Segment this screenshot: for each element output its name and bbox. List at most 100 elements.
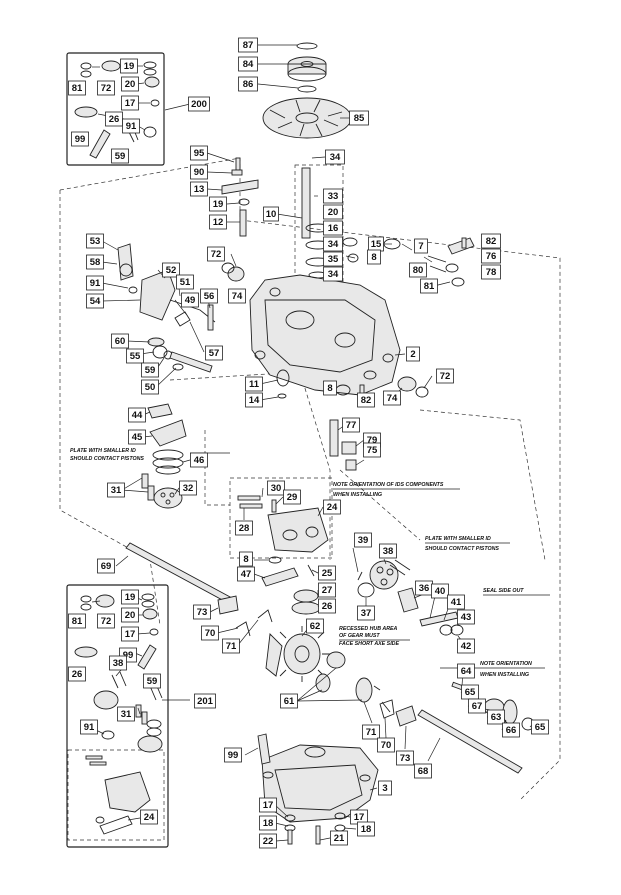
callout-c59c: 59 — [143, 673, 161, 689]
callout-number: 12 — [213, 217, 224, 228]
callout-c41: 41 — [447, 594, 465, 610]
callout-number: 37 — [361, 608, 372, 619]
callout-number: 20 — [125, 79, 136, 90]
callout-number: 200 — [191, 99, 207, 110]
callout-c46: 46 — [190, 452, 208, 468]
callout-c70b: 70 — [377, 737, 395, 753]
callout-number: 81 — [424, 281, 435, 292]
callout-c68: 68 — [414, 763, 432, 779]
callout-number: 72 — [101, 616, 112, 627]
callout-number: 24 — [327, 502, 338, 513]
callout-number: 41 — [451, 597, 462, 608]
callout-c20b: 20 — [121, 76, 139, 92]
callout-c36: 36 — [415, 580, 433, 596]
callout-number: 20 — [125, 610, 136, 621]
note-ids-line1: NOTE ORIENTATION OF IDS COMPONENTS — [333, 482, 444, 488]
callout-number: 77 — [346, 420, 357, 431]
callout-number: 19 — [125, 592, 136, 603]
callout-number: 64 — [461, 666, 472, 677]
callout-c24a: 24 — [323, 499, 341, 515]
callout-c50: 50 — [141, 379, 159, 395]
callout-number: 24 — [144, 812, 155, 823]
callout-c28: 28 — [235, 520, 253, 536]
callout-c60: 60 — [111, 333, 129, 349]
callout-number: 99 — [75, 134, 86, 145]
callout-number: 34 — [328, 269, 339, 280]
callout-c75: 75 — [363, 442, 381, 458]
long-axle-69 — [125, 542, 233, 604]
callout-number: 39 — [358, 535, 369, 546]
leader-lines — [91, 44, 534, 842]
callout-c39: 39 — [354, 532, 372, 548]
callout-c56: 56 — [200, 288, 218, 304]
cooling-fan — [262, 97, 352, 139]
callout-number: 51 — [180, 277, 191, 288]
callout-number: 82 — [486, 236, 497, 247]
callout-number: 91 — [84, 722, 95, 733]
callout-number: 78 — [486, 267, 497, 278]
callout-number: 72 — [440, 371, 451, 382]
note-orient-line2: WHEN INSTALLING — [480, 672, 529, 678]
callout-c72d: 72 — [97, 613, 115, 629]
callout-number: 59 — [115, 151, 126, 162]
kit-201-box — [66, 584, 169, 848]
callout-c63: 63 — [487, 709, 505, 725]
callout-c81c: 81 — [68, 613, 86, 629]
callout-number: 33 — [328, 191, 339, 202]
callout-number: 63 — [491, 712, 502, 723]
callout-c40: 40 — [431, 583, 449, 599]
note-plate1-line1: PLATE WITH SMALLER ID — [70, 448, 136, 454]
callout-number: 61 — [284, 696, 295, 707]
callout-number: 47 — [241, 569, 252, 580]
swash-plate-group — [141, 403, 187, 509]
callout-number: 17 — [354, 812, 365, 823]
kit-200-box — [66, 52, 165, 166]
note-hub-line1: RECESSED HUB AREA — [339, 626, 398, 632]
callout-number: 72 — [101, 83, 112, 94]
callout-c17b: 17 — [121, 626, 139, 642]
callout-number: 68 — [418, 766, 429, 777]
callout-number: 21 — [334, 833, 345, 844]
callout-number: 3 — [382, 783, 387, 794]
callout-c27: 27 — [318, 582, 336, 598]
note-hub-line2: OF GEAR MUST — [339, 633, 380, 639]
callout-c17c: 17 — [259, 797, 277, 813]
callout-number: 74 — [387, 393, 398, 404]
callout-number: 82 — [361, 395, 372, 406]
callout-c91c: 91 — [80, 719, 98, 735]
callout-c20c: 20 — [121, 607, 139, 623]
callout-c81b: 81 — [68, 80, 86, 96]
callout-number: 35 — [328, 254, 339, 265]
callout-c52: 52 — [162, 262, 180, 278]
callout-c47: 47 — [237, 566, 255, 582]
callout-c8c: 8 — [239, 551, 253, 567]
callout-number: 15 — [371, 239, 382, 250]
differential-gears — [217, 595, 417, 727]
callout-c80: 80 — [409, 262, 427, 278]
callout-c62: 62 — [306, 618, 324, 634]
callout-number: 17 — [125, 629, 136, 640]
note-orient-line1: NOTE ORIENTATION — [480, 661, 532, 667]
note-hub-line3: FACE SHORT AXE SIDE — [339, 641, 400, 647]
callout-number: 65 — [465, 687, 476, 698]
callout-number: 95 — [194, 148, 205, 159]
callout-number: 8 — [327, 383, 332, 394]
callout-c74b: 74 — [383, 390, 401, 406]
note-ids-line2: WHEN INSTALLING — [333, 492, 382, 498]
callout-number: 43 — [461, 612, 472, 623]
callout-c54: 54 — [86, 293, 104, 309]
callout-c25: 25 — [318, 565, 336, 581]
callout-number: 34 — [328, 239, 339, 250]
callout-c24b: 24 — [140, 809, 158, 825]
callout-c20a: 20 — [323, 204, 343, 220]
callout-c8a: 8 — [367, 249, 381, 265]
callout-number: 27 — [322, 585, 333, 596]
callout-c31b: 31 — [117, 706, 135, 722]
callout-c34a: 34 — [325, 149, 345, 165]
callout-c72b: 72 — [436, 368, 454, 384]
callout-number: 60 — [115, 336, 126, 347]
callout-number: 42 — [461, 641, 472, 652]
callout-number: 79 — [367, 435, 378, 446]
callout-c99a: 99 — [71, 131, 89, 147]
